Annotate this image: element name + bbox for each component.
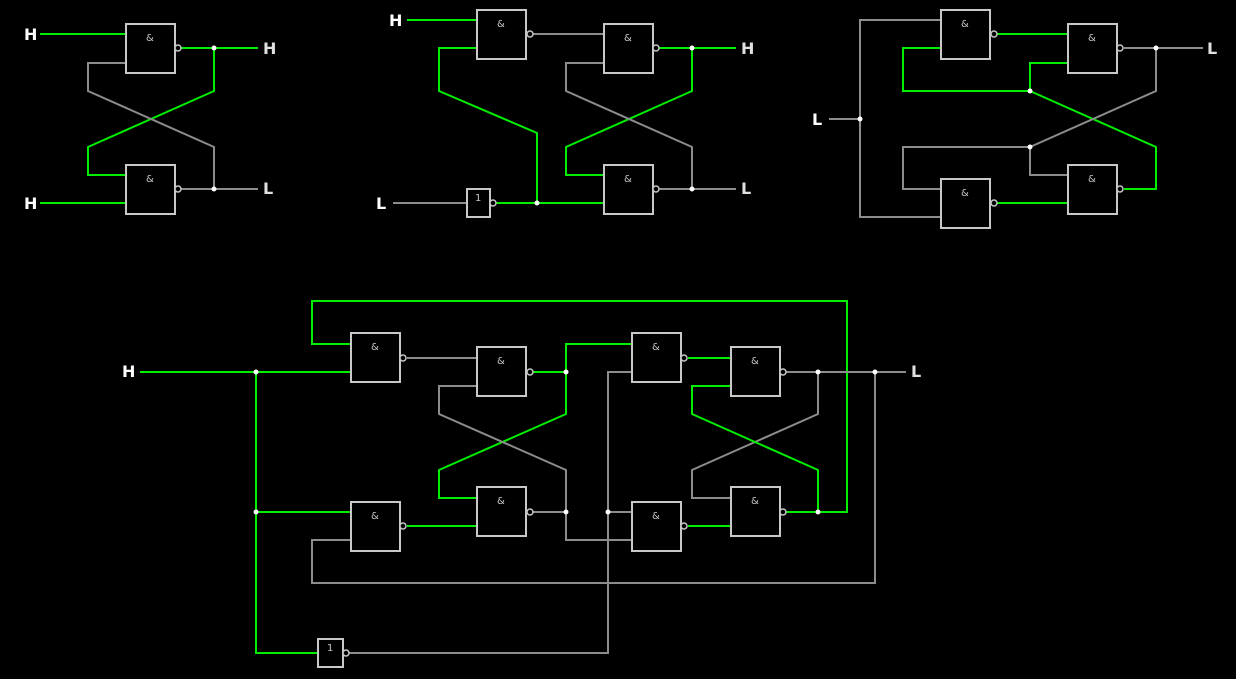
gate-symbol: & [146, 174, 154, 185]
wire [691, 372, 819, 499]
gate-symbol: & [371, 342, 379, 353]
wire [565, 48, 693, 176]
wire [691, 385, 819, 513]
output-level: L [911, 362, 921, 381]
gate-symbol: & [652, 342, 660, 353]
nand-gate: & [631, 332, 688, 383]
input-level-bottom: H [24, 194, 37, 213]
wire [87, 48, 215, 176]
junction-dot [563, 369, 569, 375]
junction-dot [534, 200, 540, 206]
nand-gate: & [125, 164, 182, 215]
gate-symbol: & [1088, 174, 1096, 185]
wire [902, 47, 1030, 92]
gate-symbol: & [497, 356, 505, 367]
junction-dot [689, 45, 695, 51]
junction-dot [815, 509, 821, 515]
gate-symbol: & [371, 511, 379, 522]
junction-dot [211, 45, 217, 51]
junction-dot [872, 369, 878, 375]
gate-symbol: & [961, 19, 969, 30]
junction-dot [253, 369, 259, 375]
input-level-top: H [389, 11, 402, 30]
gate-symbol: & [146, 33, 154, 44]
input-level: L [812, 110, 822, 129]
junction-dot [1027, 88, 1033, 94]
input-level-top: H [24, 25, 37, 44]
gate-symbol: 1 [327, 643, 333, 654]
wire [902, 146, 1030, 190]
output-level-bottom: L [741, 179, 751, 198]
gate-symbol: & [652, 511, 660, 522]
gate-symbol: & [751, 496, 759, 507]
gate-symbol: & [1088, 33, 1096, 44]
not-gate: 1 [466, 188, 497, 218]
nand-gate: & [1067, 164, 1124, 215]
junction-dot [815, 369, 821, 375]
nand-gate: & [603, 23, 660, 74]
output-level: L [1207, 39, 1217, 58]
circuit-4: & & & & & & & [122, 300, 921, 668]
gate-symbol: & [624, 33, 632, 44]
junction-dot [689, 186, 695, 192]
wire [565, 62, 693, 189]
nand-gate: & [1067, 23, 1124, 74]
junction-dot [253, 509, 259, 515]
input-level-bottom: L [376, 194, 386, 213]
junction-dot [857, 116, 863, 122]
nand-gate: & [476, 346, 534, 397]
not-gate: 1 [317, 638, 350, 668]
nand-gate: & [730, 346, 787, 397]
wire [565, 512, 632, 541]
nand-gate: & [476, 9, 534, 60]
input-level: H [122, 362, 135, 381]
output-level-bottom: L [263, 179, 273, 198]
nand-gate: & [476, 486, 534, 537]
gate-symbol: & [961, 188, 969, 199]
wire [311, 372, 876, 584]
nand-gate: & [603, 164, 660, 215]
gate-symbol: & [751, 356, 759, 367]
nand-gate: & [125, 23, 182, 74]
wire [565, 343, 632, 372]
gate-symbol: & [624, 174, 632, 185]
output-level-top: H [263, 39, 276, 58]
junction-dot [211, 186, 217, 192]
wire [311, 300, 848, 513]
circuit-3: & & & & L L [812, 9, 1217, 229]
gate-symbol: & [497, 496, 505, 507]
wire [438, 385, 567, 513]
junction-dot [563, 509, 569, 515]
wire [87, 62, 215, 189]
wire [859, 19, 941, 218]
junction-dot [1153, 45, 1159, 51]
nand-gate: & [350, 501, 407, 552]
nand-gate: & [730, 486, 787, 537]
circuit-1: & & H H H L [24, 23, 276, 215]
junction-dot [1027, 144, 1033, 150]
output-level-top: H [741, 39, 754, 58]
wire [255, 372, 318, 654]
nand-gate: & [631, 501, 688, 552]
circuit-2: & & & 1 H L H L [376, 9, 754, 218]
gate-symbol: & [497, 19, 505, 30]
nand-gate: & [940, 178, 998, 229]
nand-gate: & [350, 332, 407, 383]
wire [438, 47, 538, 203]
nand-gate: & [940, 9, 998, 60]
gate-symbol: 1 [475, 193, 481, 204]
junction-dot [605, 509, 611, 515]
